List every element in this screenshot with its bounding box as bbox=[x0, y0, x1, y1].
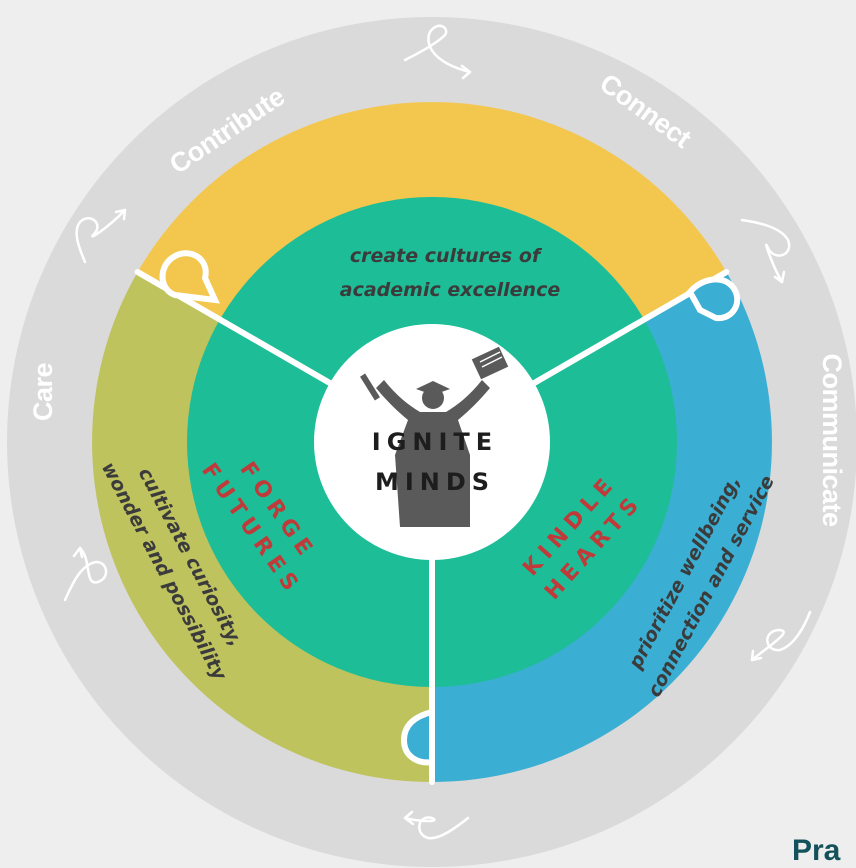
loop-arrow-icon bbox=[740, 218, 791, 284]
core-title-line-2: MINDS bbox=[375, 468, 495, 496]
diploma-lines bbox=[479, 351, 503, 368]
puzzle-tab-right bbox=[686, 276, 741, 322]
outer-label-care: Care bbox=[28, 363, 58, 422]
puzzle-tab-bottom bbox=[400, 708, 435, 766]
loop-arrow-icon bbox=[63, 546, 108, 602]
loop-arrow-icon bbox=[403, 24, 472, 80]
loop-arrow-icon bbox=[75, 208, 127, 264]
loop-arrow-icon bbox=[403, 810, 470, 840]
top-text-line-2: academic excellence bbox=[340, 279, 561, 301]
top-text-line-1: create cultures of bbox=[350, 245, 543, 267]
core-title-line-1: IGNITE bbox=[372, 428, 498, 456]
brand-text: Pra bbox=[792, 834, 841, 867]
graduate-icon bbox=[360, 346, 509, 527]
outer-label-communicate: Communicate bbox=[817, 353, 847, 527]
loop-arrow-icon bbox=[750, 610, 812, 662]
puzzle-tab-left bbox=[159, 250, 220, 304]
